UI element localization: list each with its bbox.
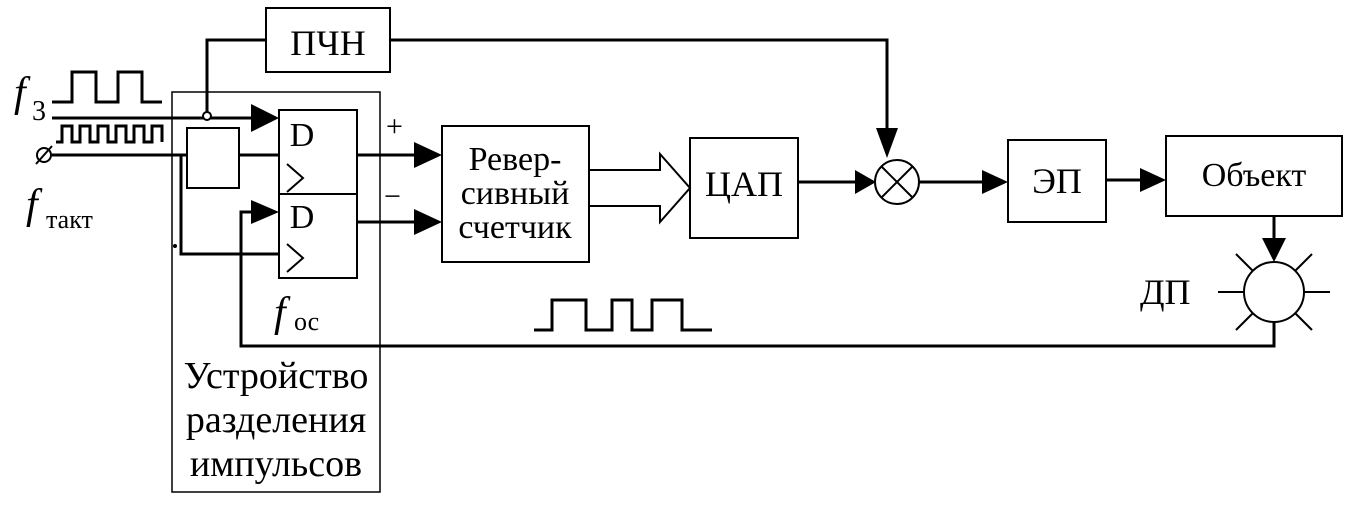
feedback-pulse-waveform [534,298,712,332]
ftakt-label: f такт [26,182,93,234]
d-flipflop-bottom: D [278,193,358,279]
counter-line-3: счетчик [458,209,572,246]
counter-line-1: Ревер- [469,141,562,178]
object-block: Объект [1165,135,1343,217]
junction-dot-pchn [202,111,212,121]
minus-sign: − [384,180,401,213]
svg-text:f: f [14,70,31,116]
f3-label: f 3 [14,70,46,127]
separation-device-line-1: Устройство [184,355,369,397]
counter-line-2: сивный [461,175,570,212]
position-sensor: ДП [1140,253,1330,331]
ep-label: ЭП [1032,161,1082,201]
reversible-counter-block: Ревер- сивный счетчик [441,125,590,263]
foc-label: f ос [274,290,319,336]
input-terminal [35,145,53,165]
svg-text:такт: такт [46,205,93,234]
dp-label: ДП [1140,272,1191,312]
object-label: Объект [1202,157,1307,194]
d-flipflop-top: D [278,109,358,195]
svg-text:ос: ос [294,307,319,336]
f3-pulse-waveform [52,70,162,104]
small-logic-block [186,127,240,189]
signal-lines [52,38,1276,348]
junction-dot-left [173,244,177,248]
d-flipflop-bottom-label: D [290,199,315,236]
svg-text:3: 3 [32,96,46,127]
dac-label: ЦАП [705,164,783,204]
pchn-label: ПЧН [290,23,365,63]
pulse-separation-device: Устройство разделения импульсов [171,91,381,493]
svg-text:f: f [274,290,291,336]
summing-junction [874,159,920,205]
ftakt-pulse-waveform [56,124,164,144]
arrowheads [251,104,1286,262]
ep-block: ЭП [1007,139,1107,223]
separation-device-line-2: разделения [186,399,366,441]
dac-block: ЦАП [689,137,799,239]
plus-sign: + [386,110,403,143]
svg-text:f: f [26,182,43,228]
pchn-block: ПЧН [265,7,391,73]
d-flipflop-top-label: D [290,117,315,154]
separation-device-line-3: импульсов [190,443,362,485]
